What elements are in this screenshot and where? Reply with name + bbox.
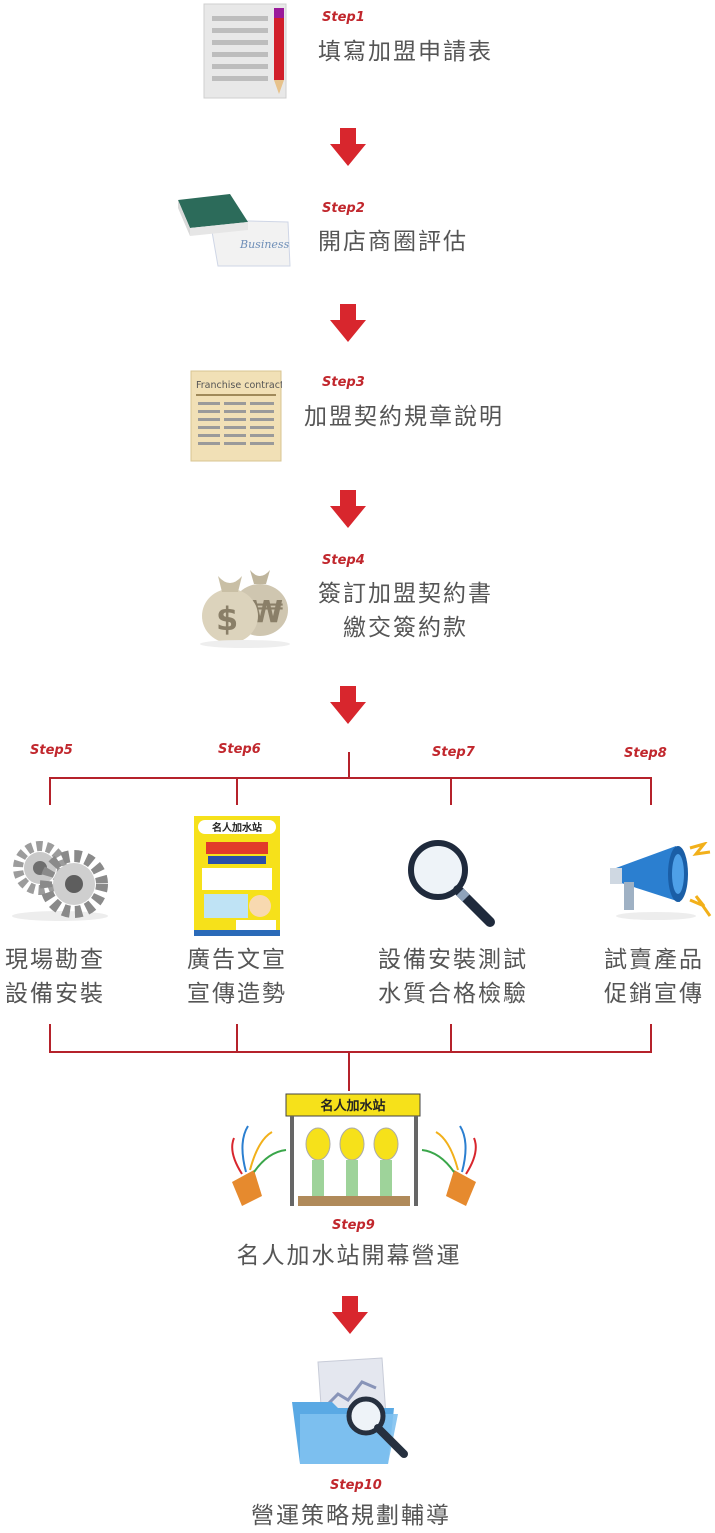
step8-label-line2: 促銷宣傳 bbox=[604, 981, 704, 1007]
down-arrow-icon bbox=[328, 128, 368, 168]
poster-title: 名人加水站 bbox=[212, 821, 262, 834]
step4-label-line2: 繳交簽約款 bbox=[343, 615, 468, 641]
svg-text:$: $ bbox=[216, 600, 238, 638]
step1-label: 填寫加盟申請表 bbox=[318, 39, 493, 65]
step8-tag: Step8 bbox=[624, 746, 667, 761]
step9-label: 名人加水站開幕營運 bbox=[236, 1243, 462, 1269]
step9-tag: Step9 bbox=[332, 1218, 375, 1233]
step1-icon bbox=[200, 2, 296, 100]
connector-line bbox=[49, 777, 652, 779]
step6-label-line2: 宣傳造勢 bbox=[187, 981, 287, 1007]
step5-tag: Step5 bbox=[30, 743, 73, 758]
step7-label-line2: 水質合格檢驗 bbox=[378, 981, 528, 1007]
step10-label: 營運策略規劃輔導 bbox=[251, 1503, 451, 1529]
step10-icon bbox=[282, 1356, 412, 1476]
step1-tag: Step1 bbox=[322, 10, 365, 25]
step6-icon: 名人加水站 bbox=[194, 816, 280, 936]
step7-icon bbox=[404, 836, 498, 930]
step4-label-line1: 簽訂加盟契約書 bbox=[318, 581, 493, 607]
connector-line bbox=[49, 1051, 652, 1053]
step5-label-line1: 現場勘查 bbox=[5, 947, 105, 973]
connector-line bbox=[49, 777, 51, 805]
connector-line bbox=[348, 1051, 350, 1091]
step7-tag: Step7 bbox=[432, 745, 475, 760]
step8-label-line1: 試賣產品 bbox=[604, 947, 704, 973]
step2-tag: Step2 bbox=[322, 201, 365, 216]
connector-line bbox=[348, 752, 350, 778]
step10-tag: Step10 bbox=[330, 1478, 382, 1493]
down-arrow-icon bbox=[328, 686, 368, 726]
connector-line bbox=[236, 1024, 238, 1052]
step9-icon: 名人加水站 bbox=[228, 1092, 480, 1216]
step6-label-line1: 廣告文宣 bbox=[187, 947, 287, 973]
connector-line bbox=[236, 777, 238, 805]
station-sign: 名人加水站 bbox=[320, 1098, 385, 1114]
svg-text:Business: Business bbox=[239, 238, 290, 251]
connector-line bbox=[450, 777, 452, 805]
connector-line bbox=[49, 1024, 51, 1052]
step4-icon: ₩ $ bbox=[190, 548, 300, 648]
step6-tag: Step6 bbox=[218, 742, 261, 757]
step2-label: 開店商圈評估 bbox=[318, 229, 468, 255]
step5-label-line2: 設備安裝 bbox=[5, 981, 105, 1007]
step7-label-line1: 設備安裝測試 bbox=[378, 947, 528, 973]
step3-label: 加盟契約規章說明 bbox=[304, 404, 504, 430]
step4-tag: Step4 bbox=[322, 553, 365, 568]
step3-icon-text: Franchise contract bbox=[196, 380, 282, 391]
step5-icon bbox=[8, 836, 110, 924]
step3-icon: Franchise contract bbox=[190, 370, 284, 462]
step2-icon: Business bbox=[170, 192, 300, 270]
connector-line bbox=[450, 1024, 452, 1052]
connector-line bbox=[650, 777, 652, 805]
down-arrow-icon bbox=[328, 490, 368, 530]
step8-icon bbox=[606, 841, 714, 922]
step3-tag: Step3 bbox=[322, 375, 365, 390]
connector-line bbox=[650, 1024, 652, 1052]
down-arrow-icon bbox=[328, 304, 368, 344]
down-arrow-icon bbox=[330, 1296, 370, 1336]
